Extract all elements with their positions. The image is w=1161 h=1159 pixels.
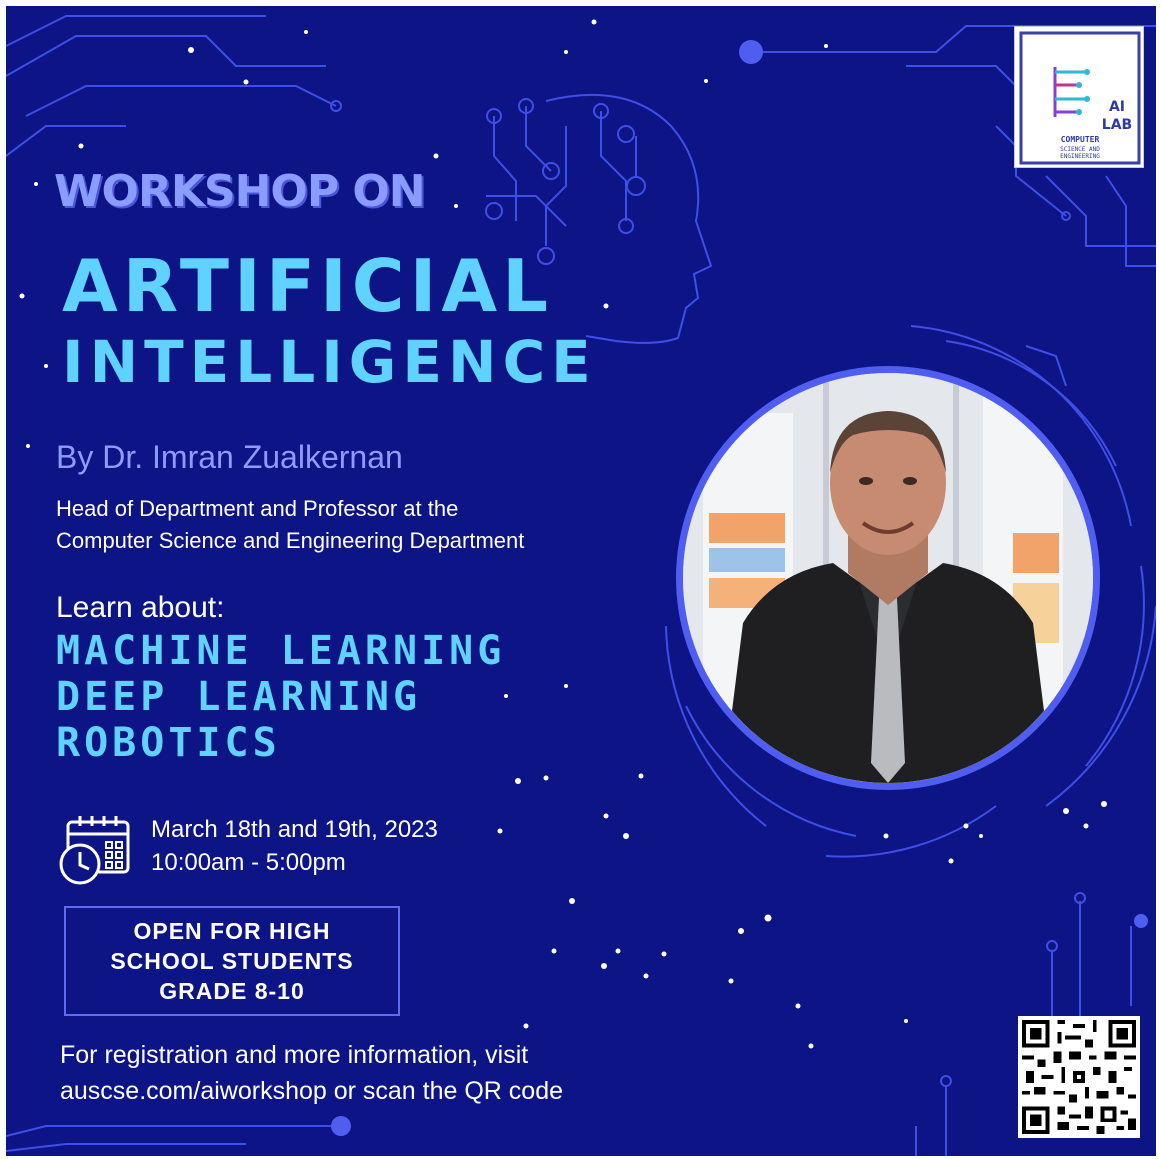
calendar-clock-icon (59, 816, 130, 885)
topic-robotics: ROBOTICS (56, 720, 281, 766)
presenter-role-line1: Head of Department and Professor at the (56, 496, 459, 521)
topic-machine-learning: MACHINE LEARNING (56, 628, 506, 674)
registration-text-line1: For registration and more information, v… (60, 1041, 529, 1069)
workshop-poster: WORKSHOP ON ARTIFICIAL INTELLIGENCE By D… (6, 6, 1156, 1156)
ai-lab-logo: AI LAB COMPUTER SCIENCE AND ENGINEERING (1014, 26, 1144, 168)
presenter-byline: By Dr. Imran Zualkernan (56, 439, 403, 475)
presenter-role-line2: Computer Science and Engineering Departm… (56, 528, 525, 553)
learn-about-heading: Learn about: (56, 591, 225, 624)
topic-deep-learning: DEEP LEARNING (56, 674, 422, 720)
headline-intelligence: INTELLIGENCE (62, 328, 597, 396)
logo-text-engineering: ENGINEERING (1060, 153, 1100, 160)
event-date: March 18th and 19th, 2023 (151, 816, 438, 843)
logo-text-computer: COMPUTER (1061, 135, 1100, 144)
circuit-background (6, 15, 1156, 1156)
presenter-photo (683, 373, 1093, 783)
presenter-photo-frame (676, 366, 1100, 790)
logo-text-science: SCIENCE AND (1060, 146, 1100, 153)
logo-text-ai: AI (1109, 99, 1125, 115)
headline-workshop-on: WORKSHOP ON (54, 166, 426, 217)
logo-text-lab: LAB (1102, 117, 1132, 133)
eligibility-box: OPEN FOR HIGH SCHOOL STUDENTS GRADE 8-10 (64, 906, 400, 1016)
eligibility-line1: OPEN FOR HIGH (133, 918, 331, 944)
eligibility-line2: SCHOOL STUDENTS (110, 948, 354, 974)
registration-text-line2: auscse.com/aiworkshop or scan the QR cod… (60, 1077, 564, 1105)
eligibility-line3: GRADE 8-10 (159, 978, 305, 1004)
event-time: 10:00am - 5:00pm (151, 849, 346, 876)
qr-code[interactable] (1018, 1016, 1140, 1138)
headline-artificial: ARTIFICIAL (62, 244, 554, 328)
